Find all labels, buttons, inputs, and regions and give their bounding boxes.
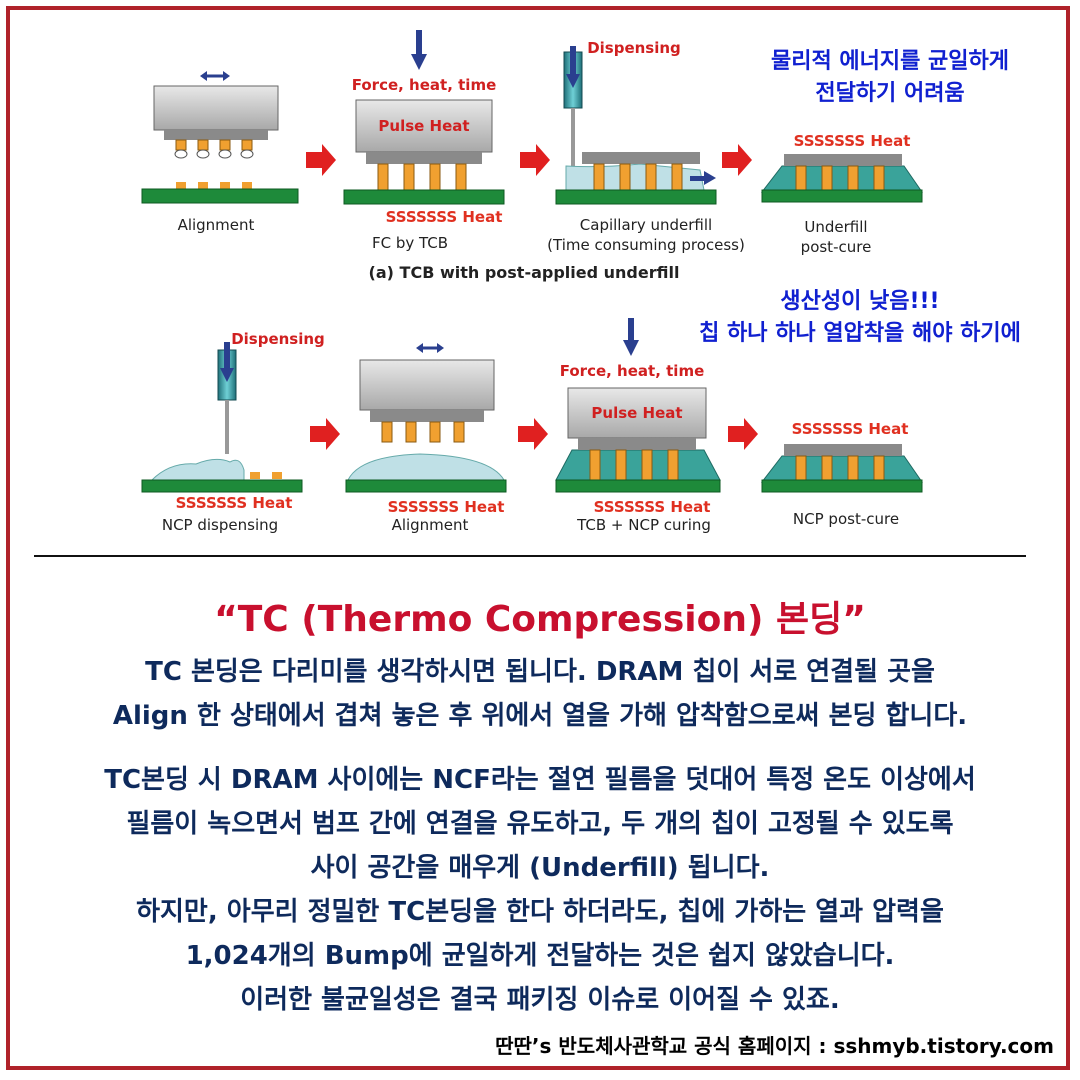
- paragraph-line: 하지만, 아무리 정밀한 TC본딩을 한다 하더라도, 칩에 가하는 열과 압력…: [136, 897, 944, 927]
- step-label: NCP dispensing: [162, 516, 278, 534]
- bottom-step-tcb-ncp-curing: Force, heat, time Pulse Heat SSSSSSS Hea…: [555, 318, 721, 534]
- page-frame: [6, 6, 1070, 1070]
- down-arrow-icon: [623, 318, 639, 356]
- annotation-line: 물리적 에너지를 균일하게: [771, 49, 1009, 74]
- paragraph-1: TC 본딩은 다리미를 생각하시면 됩니다. DRAM 칩이 서로 연결될 곳을…: [0, 650, 1080, 738]
- annotation-line: 생산성이 낮음!!!: [780, 289, 940, 314]
- top-label: Dispensing: [231, 330, 325, 348]
- bottom-step-ncp-dispensing: Dispensing SSSSSSS Heat NCP dispensing: [141, 330, 325, 534]
- top-label: Force, heat, time: [352, 76, 497, 94]
- paragraph-line: 1,024개의 Bump에 균일하게 전달하는 것은 쉽지 않았습니다.: [185, 941, 895, 971]
- annotation-productivity: 생산성이 낮음!!! 칩 하나 하나 열압착을 해야 하기에: [660, 286, 1060, 350]
- double-arrow-icon: [416, 343, 444, 353]
- heat-label: SSSSSSS Heat: [176, 494, 293, 512]
- red-arrow-icon: [306, 144, 336, 176]
- heat-label: SSSSSSS Heat: [594, 498, 711, 516]
- annotation-uniformity: 물리적 에너지를 균일하게 전달하기 어려움: [740, 46, 1040, 110]
- red-arrow-icon: [728, 418, 758, 450]
- double-arrow-icon: [200, 71, 230, 81]
- top-row-caption: (a) TCB with post-applied underfill: [369, 263, 680, 282]
- footer-credit: 딴딴’s 반도체사관학교 공식 홈페이지 : sshmyb.tistory.co…: [495, 1034, 1054, 1058]
- red-arrow-icon: [722, 144, 752, 176]
- red-arrow-icon: [520, 144, 550, 176]
- paragraph-line: Align 한 상태에서 겹쳐 놓은 후 위에서 열을 가해 압착함으로써 본딩…: [112, 701, 968, 731]
- step-label: FC by TCB: [372, 234, 448, 252]
- annotation-line: 전달하기 어려움: [815, 81, 965, 106]
- top-step-capillary-underfill: Dispensing Capillary underfill (Time con…: [547, 39, 745, 254]
- step-label: Alignment: [392, 516, 469, 534]
- bottom-step-ncp-post-cure: SSSSSSS Heat NCP post-cure: [760, 420, 923, 528]
- step-label: Underfill: [804, 218, 867, 236]
- heat-label: SSSSSSS Heat: [792, 420, 909, 438]
- dispenser-nozzle-icon: [563, 46, 583, 168]
- annotation-line: 칩 하나 하나 열압착을 해야 하기에: [699, 321, 1021, 346]
- paragraph-3: 하지만, 아무리 정밀한 TC본딩을 한다 하더라도, 칩에 가하는 열과 압력…: [0, 890, 1080, 1022]
- paragraph-2: TC본딩 시 DRAM 사이에는 NCF라는 절연 필름을 덧대어 특정 온도 …: [0, 758, 1080, 890]
- paragraph-line: 이러한 불균일성은 결국 패키징 이슈로 이어질 수 있죠.: [240, 985, 840, 1015]
- step-label: Capillary underfill: [580, 216, 712, 234]
- step-sublabel: (Time consuming process): [547, 236, 745, 254]
- top-step-underfill-post-cure: SSSSSSS Heat Underfill post-cure: [760, 132, 923, 256]
- top-step-fc-by-tcb: Force, heat, time Pulse Heat SSSSSSS Hea…: [343, 30, 505, 252]
- heat-label: SSSSSSS Heat: [386, 208, 503, 226]
- page-title: “TC (Thermo Compression) 본딩”: [214, 599, 866, 640]
- section-divider: [34, 555, 1026, 557]
- flow-arrow-icon: [690, 171, 716, 185]
- paragraph-line: TC 본딩은 다리미를 생각하시면 됩니다. DRAM 칩이 서로 연결될 곳을: [145, 657, 935, 687]
- down-arrow-icon: [411, 30, 427, 70]
- chip-text: Pulse Heat: [378, 117, 469, 135]
- heat-label: SSSSSSS Heat: [388, 498, 505, 516]
- step-label: Alignment: [178, 216, 255, 234]
- top-step-alignment: Alignment: [141, 71, 299, 234]
- heat-label: SSSSSSS Heat: [794, 132, 911, 150]
- paragraph-line: 사이 공간을 매우게 (Underfill) 됩니다.: [310, 853, 770, 883]
- red-arrow-icon: [310, 418, 340, 450]
- chip-text: Pulse Heat: [591, 404, 682, 422]
- dispenser-nozzle-icon: [217, 342, 237, 454]
- step-label: NCP post-cure: [793, 510, 899, 528]
- paragraph-line: TC본딩 시 DRAM 사이에는 NCF라는 절연 필름을 덧대어 특정 온도 …: [104, 765, 976, 795]
- bottom-step-alignment: SSSSSSS Heat Alignment: [345, 343, 507, 534]
- step-sublabel: post-cure: [801, 238, 872, 256]
- red-arrow-icon: [518, 418, 548, 450]
- tcb-process-diagram: Alignment Force, heat, time Pulse Heat S…: [141, 30, 923, 534]
- step-label: TCB + NCP curing: [576, 516, 711, 534]
- paragraph-line: 필름이 녹으면서 범프 간에 연결을 유도하고, 두 개의 칩이 고정될 수 있…: [126, 809, 954, 839]
- top-label: Force, heat, time: [560, 362, 705, 380]
- top-label: Dispensing: [587, 39, 681, 57]
